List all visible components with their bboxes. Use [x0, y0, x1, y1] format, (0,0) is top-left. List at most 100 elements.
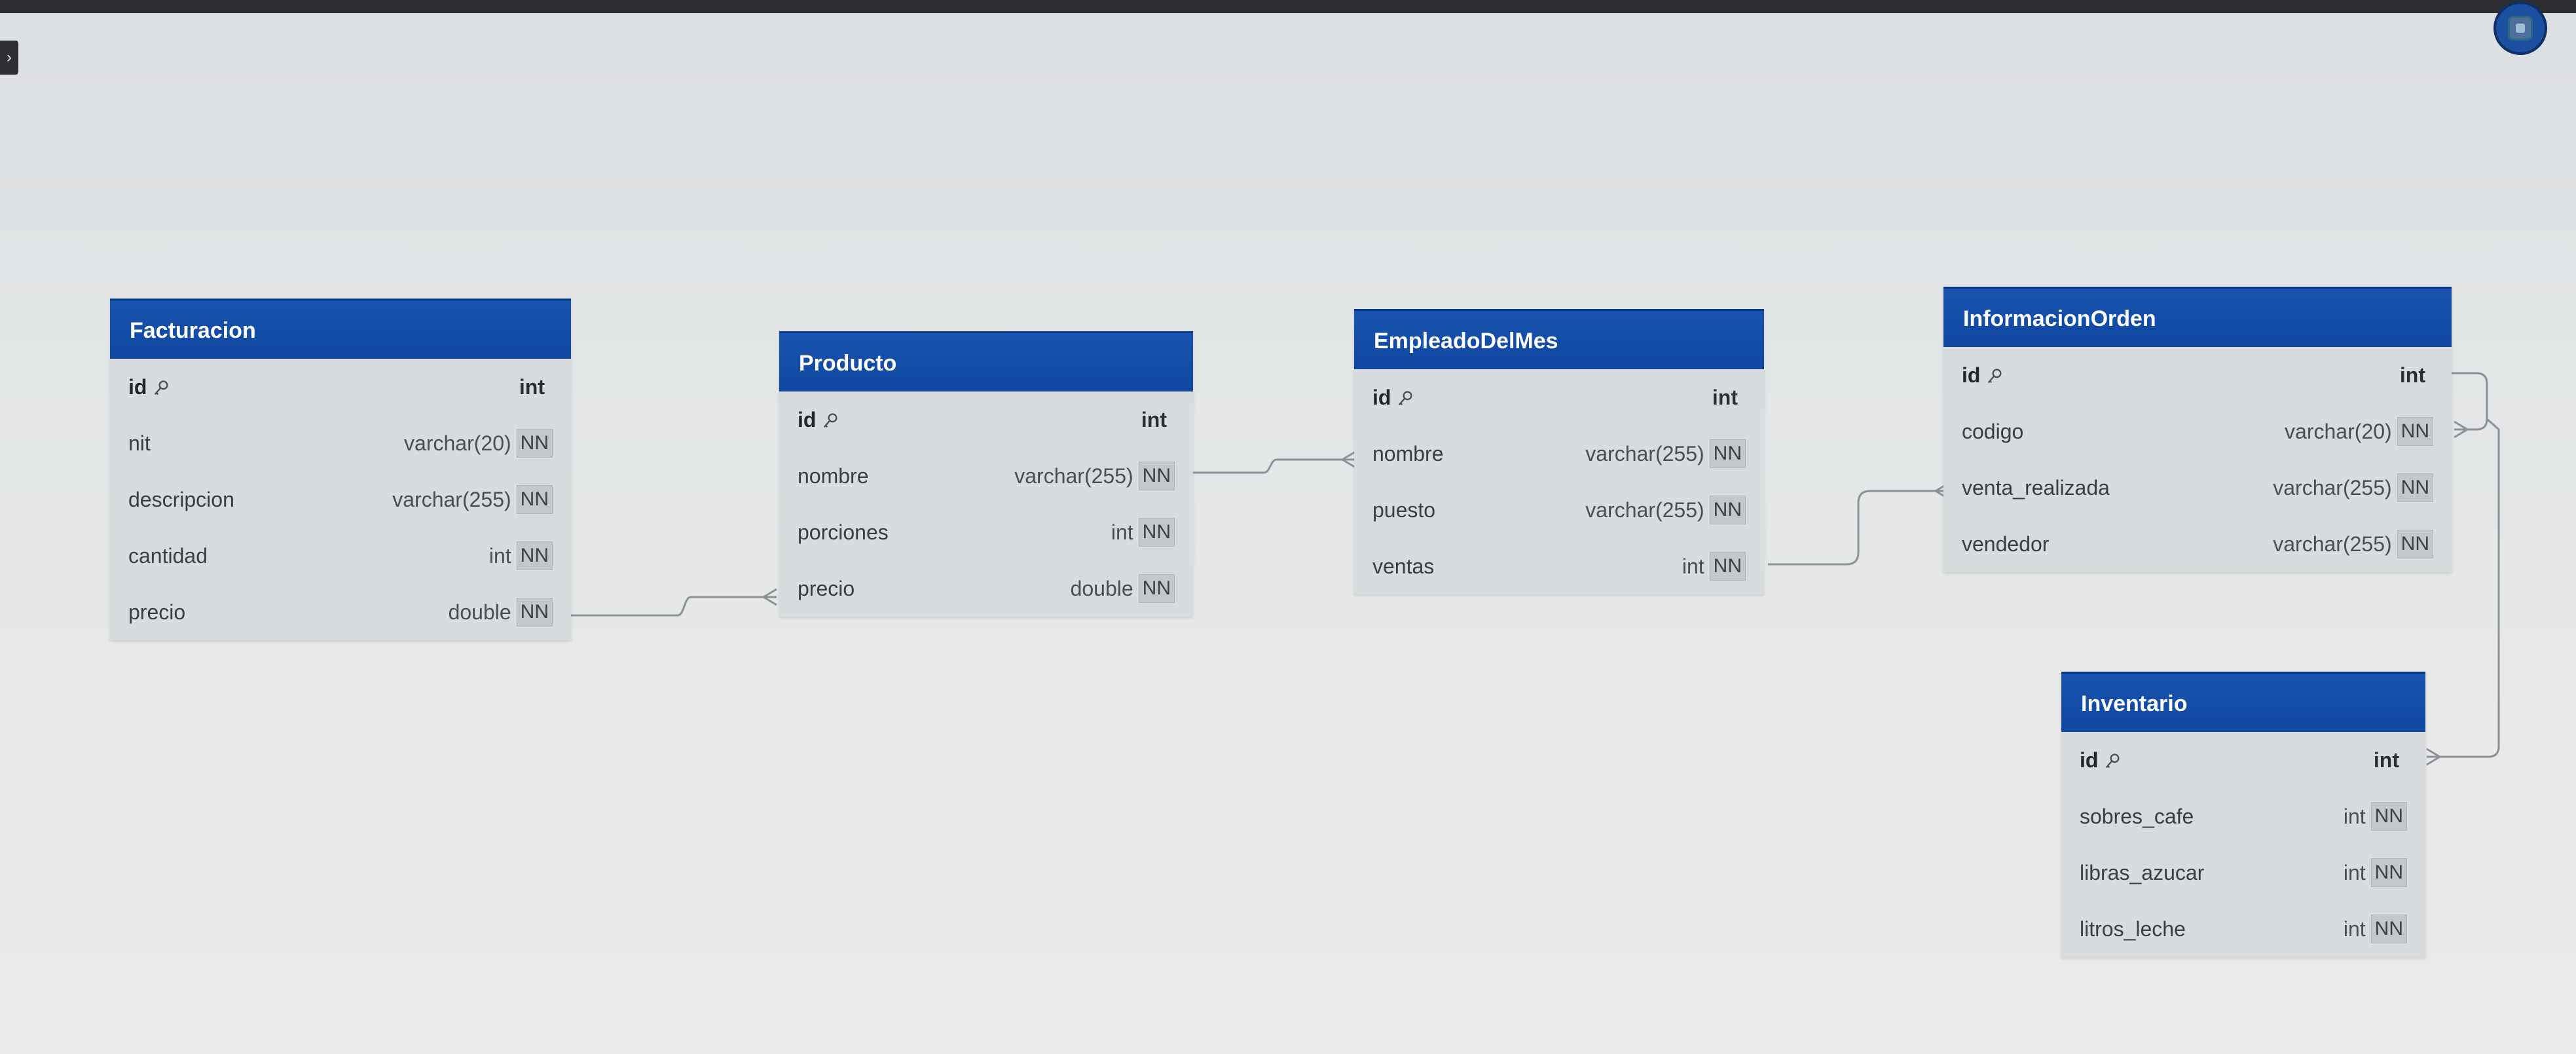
- crowfoot-empleado-nombre: [1340, 450, 1356, 469]
- field-type: int: [2399, 363, 2425, 387]
- field-type: double: [1070, 576, 1133, 600]
- field-type: varchar(255): [2273, 475, 2392, 500]
- field-row[interactable]: venta_realizada varchar(255) NN: [1943, 460, 2452, 516]
- relationship-informacion-self[interactable]: [2452, 372, 2488, 431]
- field-name: porciones: [798, 520, 889, 544]
- field-type: varchar(255): [2273, 532, 2392, 556]
- field-type: int: [2343, 860, 2366, 884]
- field-name: ventas: [1372, 554, 1435, 578]
- relationship-empleado-informacion[interactable]: [1768, 490, 1949, 566]
- field-row[interactable]: ventas int NN: [1354, 538, 1764, 594]
- field-row[interactable]: nombre varchar(255) NN: [779, 448, 1193, 504]
- relationship-producto-empleado[interactable]: [1189, 458, 1355, 474]
- field-type: int: [1712, 385, 1738, 409]
- field-name: codigo: [1962, 419, 2024, 443]
- field-type: varchar(20): [404, 431, 511, 455]
- field-type: int: [2343, 917, 2366, 941]
- field-row[interactable]: descripcion varchar(255) NN: [110, 471, 571, 528]
- field-name: litros_leche: [2080, 917, 2186, 941]
- table-inventario[interactable]: Inventario id int sobres_cafe int NN lib…: [2061, 672, 2425, 957]
- field-row[interactable]: nombre varchar(255) NN: [1354, 426, 1764, 482]
- field-type: varchar(255): [1014, 463, 1133, 488]
- not-null-badge: NN: [2370, 858, 2407, 887]
- table-title: InformacionOrden: [1943, 287, 2452, 347]
- field-type: int: [519, 374, 545, 399]
- table-producto[interactable]: Producto id int nombre varchar(255) NN p…: [779, 331, 1193, 617]
- crowfoot-inventario-id: [2426, 748, 2442, 766]
- field-name: libras_azucar: [2080, 860, 2205, 884]
- field-type: varchar(255): [1585, 498, 1704, 522]
- field-type: int: [1682, 554, 1704, 578]
- field-name: precio: [798, 576, 855, 600]
- key-icon: [1988, 369, 2002, 384]
- not-null-badge: NN: [2370, 915, 2407, 943]
- crowfoot-informacion-codigo: [2454, 420, 2469, 439]
- field-type: int: [2373, 748, 2399, 772]
- relationship-facturacion-producto[interactable]: [568, 596, 777, 617]
- field-name: vendedor: [1962, 532, 2050, 556]
- field-name: precio: [128, 600, 186, 624]
- field-row[interactable]: precio double NN: [779, 560, 1193, 617]
- field-type: int: [1141, 407, 1167, 431]
- field-name: id: [1962, 363, 2400, 388]
- table-title: EmpleadoDelMes: [1354, 309, 1764, 369]
- field-type: int: [1111, 520, 1133, 544]
- top-bar: [0, 0, 2576, 13]
- field-type: int: [2343, 804, 2366, 828]
- field-row[interactable]: litros_leche int NN: [2061, 901, 2425, 957]
- field-type: double: [448, 600, 511, 624]
- table-facturacion[interactable]: Facturacion id int nit varchar(20) NN de…: [110, 299, 571, 640]
- field-row[interactable]: sobres_cafe int NN: [2061, 788, 2425, 845]
- field-type: varchar(255): [1585, 441, 1704, 465]
- not-null-badge: NN: [1709, 439, 1746, 468]
- not-null-badge: NN: [2397, 530, 2433, 558]
- not-null-badge: NN: [1709, 496, 1746, 524]
- field-row[interactable]: porciones int NN: [779, 504, 1193, 560]
- not-null-badge: NN: [516, 598, 553, 627]
- field-type: varchar(255): [392, 487, 511, 511]
- field-row[interactable]: id int: [110, 359, 571, 415]
- field-name: id: [128, 375, 519, 399]
- table-empleadodelmes[interactable]: EmpleadoDelMes id int nombre varchar(255…: [1354, 309, 1764, 594]
- field-row[interactable]: id int: [2061, 732, 2425, 788]
- not-null-badge: NN: [2370, 802, 2407, 831]
- field-name: nombre: [1372, 441, 1444, 465]
- field-row[interactable]: vendedor varchar(255) NN: [1943, 516, 2452, 572]
- field-row[interactable]: codigo varchar(20) NN: [1943, 403, 2452, 460]
- chevron-right-icon[interactable]: ›: [0, 41, 18, 75]
- field-name: nit: [128, 431, 151, 455]
- table-informacionorden[interactable]: InformacionOrden id int codigo varchar(2…: [1943, 287, 2452, 572]
- user-avatar-icon[interactable]: [2493, 1, 2547, 55]
- not-null-badge: NN: [1138, 462, 1175, 490]
- field-row[interactable]: id int: [779, 391, 1193, 448]
- key-icon: [155, 380, 168, 395]
- field-name: id: [2080, 748, 2374, 772]
- field-row[interactable]: id int: [1943, 347, 2452, 403]
- field-row[interactable]: libras_azucar int NN: [2061, 845, 2425, 901]
- field-row[interactable]: cantidad int NN: [110, 528, 571, 584]
- table-title: Producto: [779, 331, 1193, 391]
- key-icon: [2106, 754, 2120, 769]
- not-null-badge: NN: [1138, 518, 1175, 547]
- key-icon: [824, 413, 837, 428]
- table-title: Facturacion: [110, 299, 571, 359]
- not-null-badge: NN: [516, 541, 553, 570]
- field-row[interactable]: nit varchar(20) NN: [110, 415, 571, 471]
- not-null-badge: NN: [1138, 574, 1175, 603]
- crowfoot-producto-precio: [762, 588, 777, 606]
- field-row[interactable]: puesto varchar(255) NN: [1354, 482, 1764, 538]
- field-type: varchar(20): [2285, 419, 2392, 443]
- key-icon: [1399, 391, 1412, 406]
- field-name: puesto: [1372, 498, 1436, 522]
- not-null-badge: NN: [2397, 473, 2433, 502]
- not-null-badge: NN: [2397, 417, 2433, 446]
- field-name: id: [798, 408, 1141, 432]
- relationship-informacion-inventario[interactable]: [2427, 418, 2500, 758]
- field-name: cantidad: [128, 543, 208, 568]
- table-title: Inventario: [2061, 672, 2425, 732]
- not-null-badge: NN: [1709, 552, 1746, 581]
- field-row[interactable]: id int: [1354, 369, 1764, 426]
- field-row[interactable]: precio double NN: [110, 584, 571, 640]
- field-name: id: [1372, 386, 1712, 410]
